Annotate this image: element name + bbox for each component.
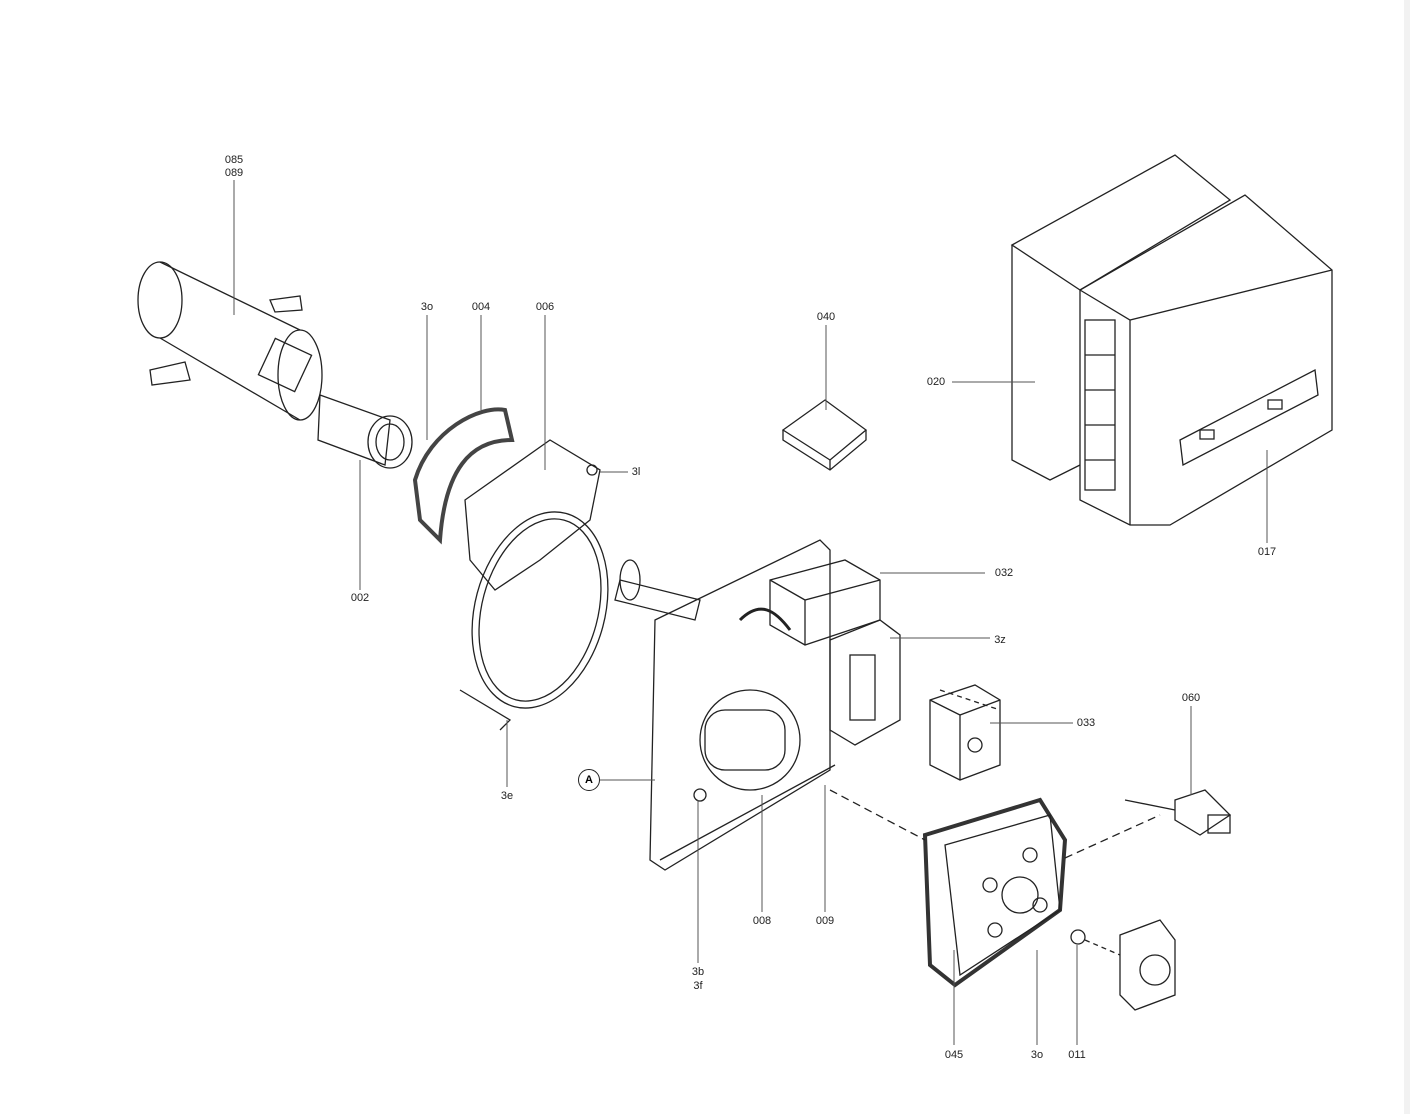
label-020: 020 (926, 376, 946, 388)
fan-housing (459, 439, 609, 731)
label-045: 045 (944, 1049, 964, 1061)
blast-tube (137, 261, 323, 421)
label-3f: 3f (693, 980, 703, 992)
detail-marker-a: A (578, 769, 600, 791)
burner-hood (1010, 154, 1333, 526)
oil-pump (1070, 919, 1176, 1011)
label-008: 008 (752, 915, 772, 927)
ignition-transformer (738, 559, 881, 646)
cover-045 (829, 789, 1068, 988)
label-3e: 3e (500, 790, 514, 802)
label-060: 060 (1181, 692, 1201, 704)
label-3z: 3z (994, 634, 1006, 646)
label-089: 089 (224, 167, 244, 179)
label-002: 002 (350, 592, 370, 604)
label-009: 009 (815, 915, 835, 927)
page-edge (1404, 0, 1410, 1114)
solenoid-060 (1064, 789, 1232, 859)
label-3o-top: 3o (420, 301, 434, 313)
nozzle-assembly (317, 394, 413, 469)
relay-040 (781, 399, 868, 471)
label-3l: 3l (631, 466, 641, 478)
label-006: 006 (535, 301, 555, 313)
control-unit (829, 619, 901, 746)
label-3b: 3b (691, 966, 705, 978)
label-033: 033 (1076, 717, 1096, 729)
mounting-plate (614, 539, 836, 871)
label-017: 017 (1257, 546, 1277, 558)
gasket (412, 407, 515, 545)
label-3o-bottom: 3o (1030, 1049, 1044, 1061)
label-085: 085 (224, 154, 244, 166)
cover-033 (929, 684, 1001, 781)
label-004: 004 (471, 301, 491, 313)
label-040: 040 (816, 311, 836, 323)
leader-lines (233, 180, 1268, 1045)
label-011: 011 (1068, 1049, 1086, 1061)
label-032: 032 (994, 567, 1014, 579)
